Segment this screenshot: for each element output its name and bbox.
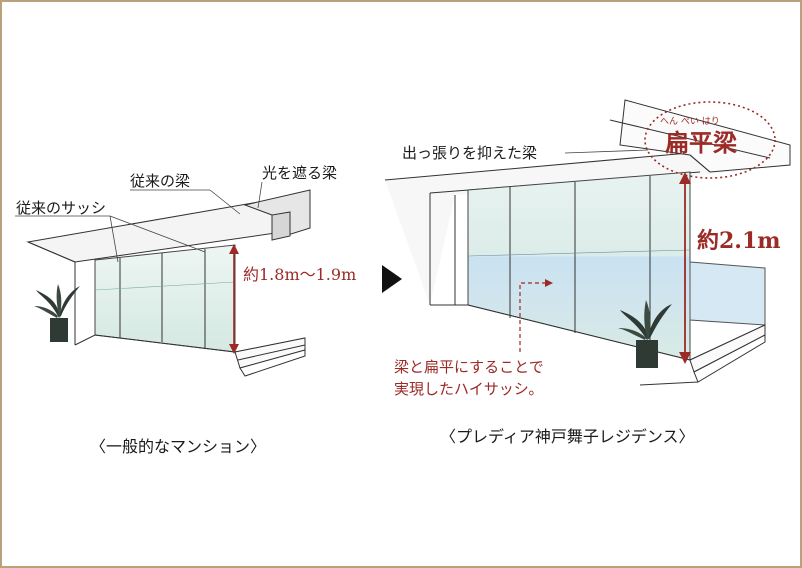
note-line-1: 梁と扁平にすることで [394,358,544,376]
label-suppressed-beam: 出っ張りを抑えた梁 [402,144,537,162]
label-conventional-beam: 従来の梁 [130,172,190,190]
left-caption: 〈一般的なマンション〉 [90,437,266,456]
label-conventional-sash: 従来のサッシ [16,199,106,217]
right-caption: 〈プレディア神戸舞子レジデンス〉 [440,427,695,446]
right-leader [564,149,649,154]
flat-beam-highlight-circle [644,101,776,179]
left-room [26,189,311,377]
left-plant-icon [34,284,80,342]
dashed-pointer-arrow [519,279,553,352]
right-plant-icon [618,300,672,368]
right-height-label: 約2.1m [697,228,781,254]
flat-beam-ruby: へん ぺい はり [660,116,720,127]
label-light-blocking-beam: 光を遮る梁 [262,164,337,182]
flat-beam-label: 扁平梁 [665,128,737,157]
note-line-2: 実現したハイサッシ。 [394,380,543,398]
right-height-arrow [679,172,691,364]
right-room [384,99,791,386]
play-arrow-icon [382,265,402,293]
left-height-arrow [229,244,239,354]
left-height-label: 約1.8m〜1.9m [243,265,356,284]
left-leaders [15,181,263,263]
